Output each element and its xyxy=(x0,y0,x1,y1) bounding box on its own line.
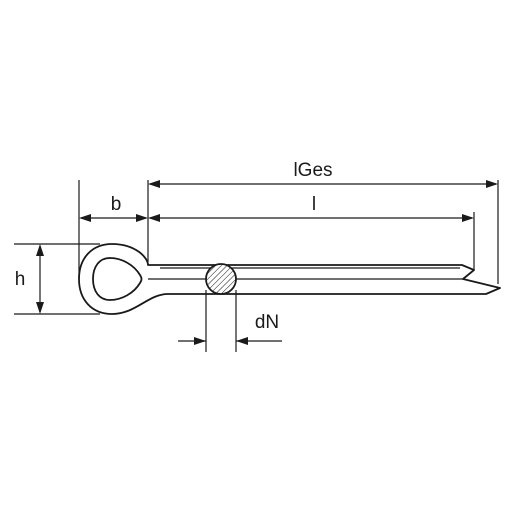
dimension-dn xyxy=(178,337,282,345)
label-lges: lGes xyxy=(293,160,332,181)
label-l: l xyxy=(312,194,316,215)
dimension-l xyxy=(148,214,474,222)
pin-outer-contour xyxy=(78,243,501,315)
label-b: b xyxy=(111,194,122,215)
dimension-h xyxy=(36,244,44,314)
shank-cross-section xyxy=(205,263,237,295)
label-h: h xyxy=(15,269,26,290)
dimension-lges xyxy=(148,180,498,188)
label-dn: dN xyxy=(255,312,279,333)
cotter-pin xyxy=(78,243,501,315)
pin-eye-inner xyxy=(92,257,143,301)
dimension-b xyxy=(79,214,148,222)
